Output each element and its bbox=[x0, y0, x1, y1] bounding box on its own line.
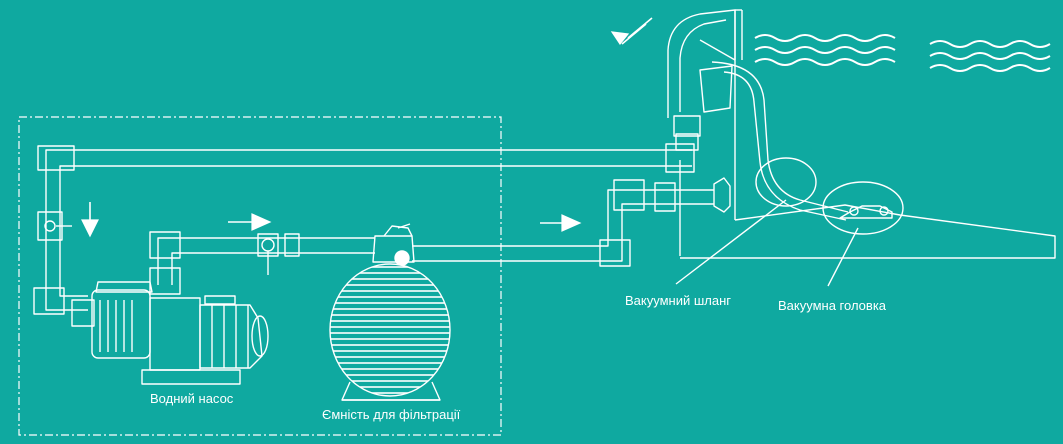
pump-to-filter-pipe bbox=[149, 231, 375, 285]
pool-skimmer bbox=[667, 9, 743, 220]
flow-arrow-skimmer bbox=[610, 17, 653, 46]
flow-arrow-down bbox=[81, 202, 99, 238]
vacuum-hose-label: Вакуумний шланг bbox=[625, 293, 732, 308]
water-waves bbox=[754, 34, 1051, 72]
pool-floor bbox=[679, 160, 1056, 259]
vacuum-hose-leader bbox=[675, 199, 787, 285]
filter-tank bbox=[329, 223, 451, 401]
vacuum-head bbox=[822, 181, 904, 235]
vacuum-head-label: Вакуумна головка bbox=[778, 298, 887, 313]
flow-arrow-right-filter bbox=[540, 214, 582, 232]
filter-tank-label: Ємність для фільтрації bbox=[322, 407, 461, 422]
filter-output-pipe bbox=[412, 179, 714, 267]
flow-arrow-right-pump bbox=[228, 213, 272, 231]
suction-pipe bbox=[33, 143, 695, 315]
pump-label: Водний насос bbox=[150, 391, 234, 406]
water-pump bbox=[71, 267, 269, 385]
vacuum-head-leader bbox=[827, 227, 859, 287]
vacuum-hose bbox=[711, 61, 849, 221]
equipment-enclosure bbox=[18, 116, 502, 436]
